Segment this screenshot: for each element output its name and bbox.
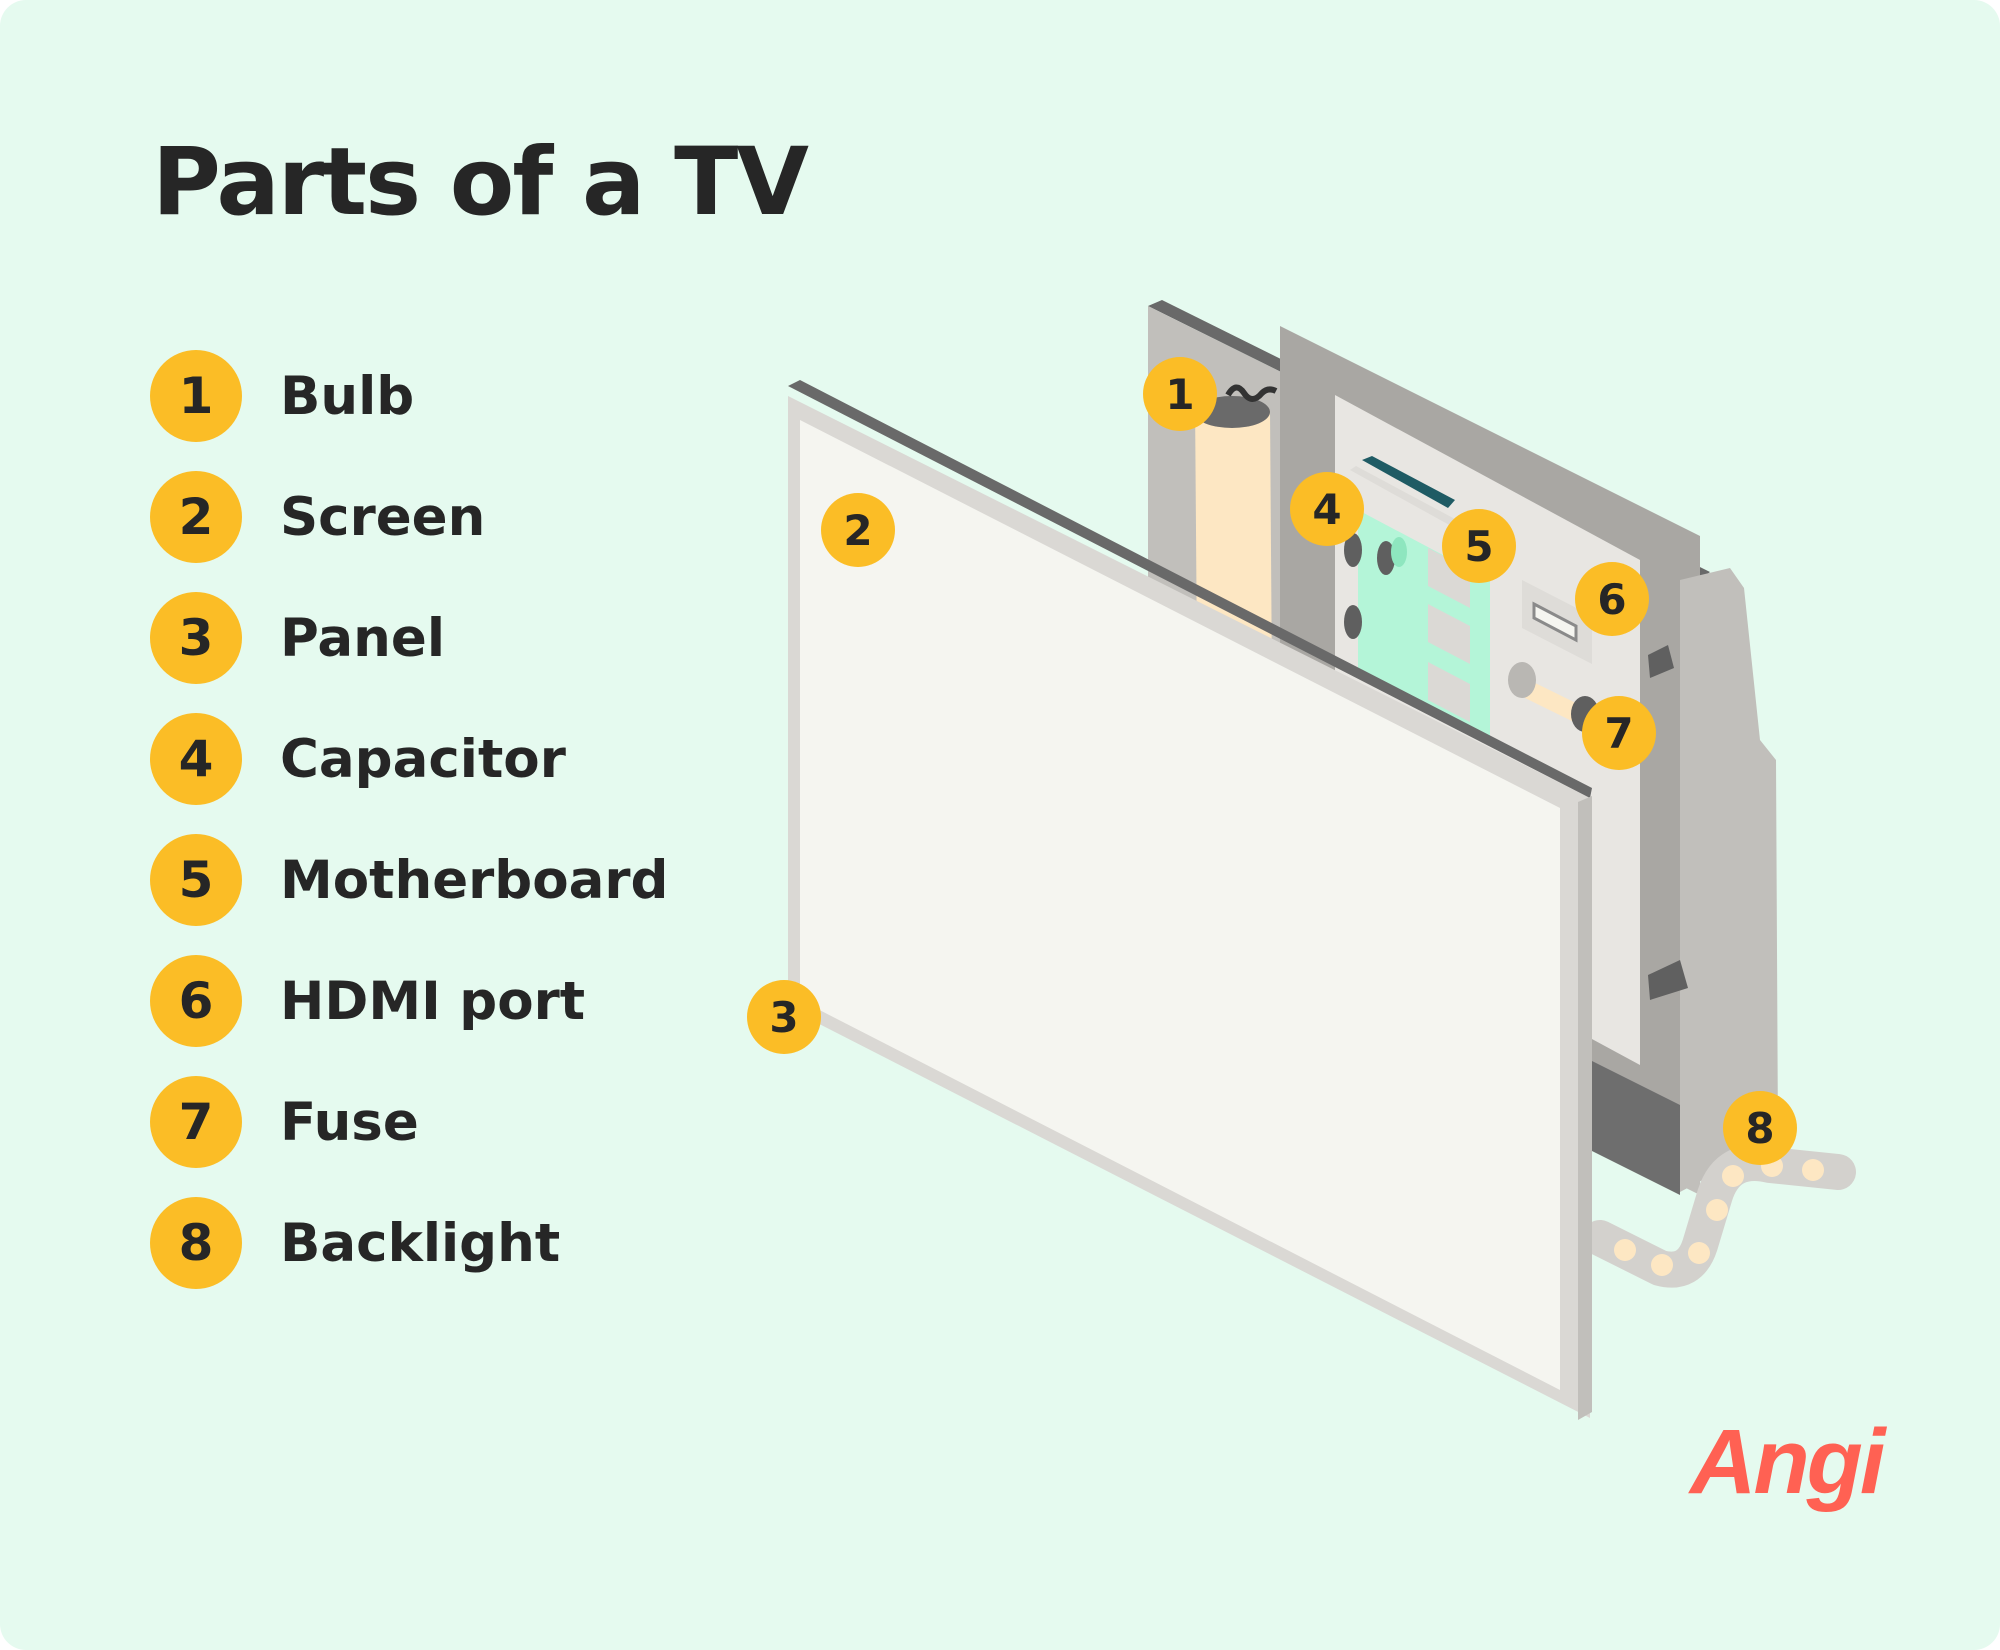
callout-panel: 3 bbox=[747, 980, 821, 1054]
callout-number: 6 bbox=[1597, 575, 1626, 624]
callout-number: 8 bbox=[1745, 1104, 1774, 1153]
motherboard-strip bbox=[1362, 456, 1455, 508]
legend-item-hdmi-port: 6 HDMI port bbox=[150, 955, 710, 1047]
led bbox=[1688, 1242, 1710, 1264]
callout-fuse: 7 bbox=[1582, 696, 1656, 770]
led bbox=[1722, 1165, 1744, 1187]
callout-badge bbox=[1143, 357, 1217, 431]
legend-badge: 5 bbox=[150, 834, 242, 926]
legend-label: Backlight bbox=[280, 1212, 561, 1274]
legend-label: HDMI port bbox=[280, 970, 586, 1032]
capacitor-shadow bbox=[1391, 537, 1407, 567]
legend-badge: 8 bbox=[150, 1197, 242, 1289]
legend-item-bulb: 1 Bulb bbox=[150, 350, 710, 442]
panel-top-edge bbox=[788, 380, 1592, 798]
legend-label: Motherboard bbox=[280, 849, 669, 911]
legend-item-motherboard: 5 Motherboard bbox=[150, 834, 710, 926]
callout-bulb: 1 bbox=[1143, 357, 1217, 431]
capacitor bbox=[1344, 605, 1362, 639]
housing-clip-bottom bbox=[1648, 960, 1688, 1000]
legend-item-capacitor: 4 Capacitor bbox=[150, 713, 710, 805]
motherboard-rail bbox=[1350, 466, 1468, 532]
legend-label: Screen bbox=[280, 486, 486, 548]
panel-side-edge bbox=[1578, 796, 1592, 1420]
legend-item-fuse: 7 Fuse bbox=[150, 1076, 710, 1168]
bulb-filament bbox=[1225, 384, 1278, 402]
chip bbox=[1428, 662, 1470, 722]
callout-badge bbox=[1442, 509, 1516, 583]
angi-logo: Angi bbox=[1690, 1411, 1885, 1513]
fuse-cap bbox=[1508, 662, 1536, 698]
callout-number: 1 bbox=[1165, 370, 1194, 419]
legend-badge: 3 bbox=[150, 592, 242, 684]
legend-badge: 2 bbox=[150, 471, 242, 563]
callout-badge bbox=[1290, 472, 1364, 546]
fuse-glass bbox=[1525, 678, 1582, 726]
housing-clip-top bbox=[1648, 645, 1674, 678]
legend-badge: 6 bbox=[150, 955, 242, 1047]
legend-badge: 1 bbox=[150, 350, 242, 442]
legend-label: Capacitor bbox=[280, 728, 566, 790]
callout-backlight: 8 bbox=[1723, 1091, 1797, 1165]
led bbox=[1614, 1239, 1636, 1261]
legend-label: Panel bbox=[280, 607, 446, 669]
callout-number: 4 bbox=[1312, 485, 1341, 534]
callout-number: 7 bbox=[1604, 709, 1633, 758]
led bbox=[1706, 1199, 1728, 1221]
legend-label: Bulb bbox=[280, 365, 415, 427]
legend-item-panel: 3 Panel bbox=[150, 592, 710, 684]
housing-side-panel bbox=[1680, 568, 1778, 1192]
callout-number: 3 bbox=[769, 993, 798, 1042]
hdmi-port-icon bbox=[1532, 601, 1578, 643]
led bbox=[1802, 1159, 1824, 1181]
callout-screen: 2 bbox=[821, 493, 895, 567]
legend-badge: 7 bbox=[150, 1076, 242, 1168]
legend-item-backlight: 8 Backlight bbox=[150, 1197, 710, 1289]
capacitor bbox=[1344, 533, 1362, 567]
capacitor bbox=[1377, 541, 1395, 575]
chip bbox=[1428, 604, 1470, 664]
led bbox=[1651, 1254, 1673, 1276]
callout-badge bbox=[1582, 696, 1656, 770]
legend-badge: 4 bbox=[150, 713, 242, 805]
chip bbox=[1428, 548, 1470, 608]
backlight-strip bbox=[1582, 1145, 1856, 1288]
screen-surface bbox=[800, 420, 1560, 1390]
callout-motherboard: 5 bbox=[1442, 509, 1516, 583]
callout-badge bbox=[821, 493, 895, 567]
callout-capacitor: 4 bbox=[1290, 472, 1364, 546]
callout-number: 5 bbox=[1464, 522, 1493, 571]
callout-number: 2 bbox=[843, 506, 872, 555]
front-screen-panel bbox=[788, 380, 1592, 1420]
legend-label: Fuse bbox=[280, 1091, 419, 1153]
legend-item-screen: 2 Screen bbox=[150, 471, 710, 563]
callout-badge bbox=[747, 980, 821, 1054]
callout-badge bbox=[1723, 1091, 1797, 1165]
page-title: Parts of a TV bbox=[152, 128, 809, 237]
callout-hdmi-port: 6 bbox=[1575, 562, 1649, 636]
callout-badge bbox=[1575, 562, 1649, 636]
housing-bottom-block bbox=[1590, 1060, 1680, 1195]
